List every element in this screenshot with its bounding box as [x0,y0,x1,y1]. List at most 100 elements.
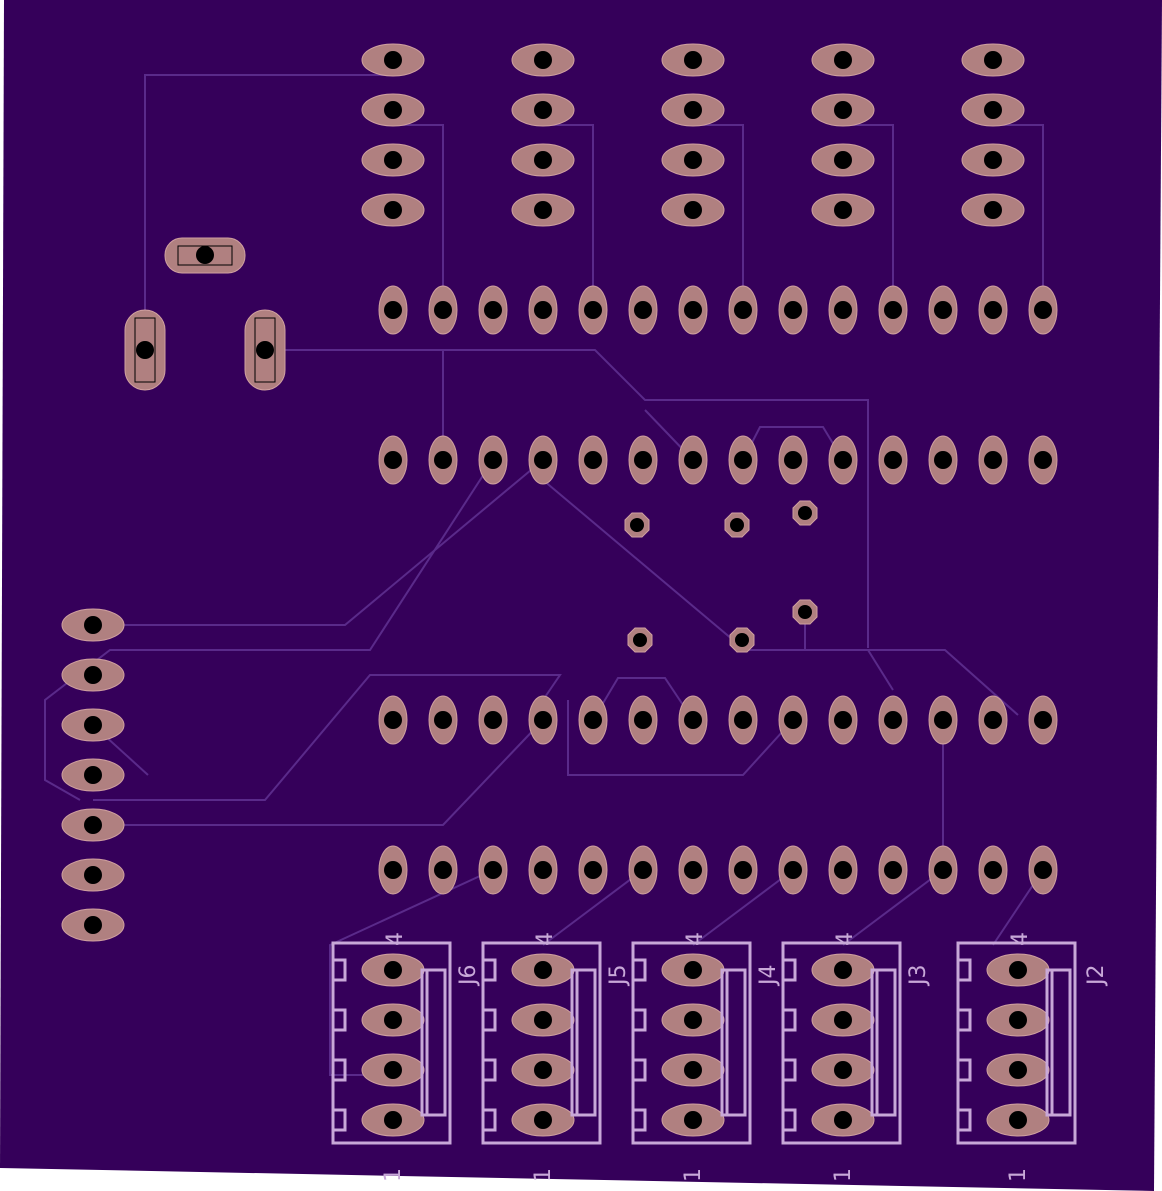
via-5 [729,627,755,653]
trace-2 [543,124,594,310]
capacitor-pad-0 [124,309,166,391]
ic-pad-2-7 [728,695,758,745]
ic-pad-3-1 [428,845,458,895]
left-header-pad-2 [61,708,125,742]
silkscreen-layer [331,941,1077,1145]
connector-label-j2: J2 [1084,965,1109,988]
header-pad-0-1 [361,93,425,127]
connector-pad-1-0 [511,953,575,987]
via-0 [624,512,650,538]
header-pad-1-1 [511,93,575,127]
pin4-label-j4: 4 [683,932,708,946]
connector-label-j4: J4 [756,965,781,988]
header-pad-1-2 [511,143,575,177]
header-pad-1-3 [511,193,575,227]
ic-pad-3-2 [478,845,508,895]
header-pad-3-1 [811,93,875,127]
ic-pad-2-12 [978,695,1008,745]
ic-pad-2-5 [628,695,658,745]
ic-pad-0-10 [878,285,908,335]
trace-22 [692,869,794,946]
ic-pad-0-6 [678,285,708,335]
connector-pad-3-3 [811,1103,875,1137]
trace-10 [93,459,544,626]
header-pad-4-2 [961,143,1025,177]
connector-outline-3 [781,941,902,1145]
header-pad-0-2 [361,143,425,177]
trace-20 [329,869,494,1076]
header-pad-3-0 [811,43,875,77]
connector-pad-1-3 [511,1103,575,1137]
pin1-label-j2: 1 [1006,1168,1031,1182]
pin1-label-j3: 1 [831,1168,856,1182]
ic-pad-3-3 [528,845,558,895]
ic-pad-1-3 [528,435,558,485]
ic-pad-0-5 [628,285,658,335]
ic-pad-2-0 [378,695,408,745]
connector-outline-2 [631,941,752,1145]
connector-pad-0-0 [361,953,425,987]
connector-pad-2-0 [661,953,725,987]
ic-pad-2-1 [428,695,458,745]
pin4-label-j6: 4 [383,932,408,946]
ic-pad-3-8 [778,845,808,895]
ic-pad-1-10 [878,435,908,485]
pin1-label-j5: 1 [531,1168,556,1182]
connector-outline-4 [956,941,1077,1145]
ic-pad-1-2 [478,435,508,485]
connector-outline-1 [481,941,602,1145]
connector-pad-1-1 [511,1003,575,1037]
ic-pad-0-4 [578,285,608,335]
connector-pad-4-1 [986,1003,1050,1037]
crystal-pad [164,237,246,274]
ic-pad-1-7 [728,435,758,485]
header-pad-4-0 [961,43,1025,77]
trace-16 [567,700,794,776]
ic-pad-3-7 [728,845,758,895]
trace-15 [592,677,694,721]
capacitor-pad-1 [244,309,286,391]
ic-pad-1-5 [628,435,658,485]
ic-pad-3-10 [878,845,908,895]
ic-pad-3-13 [1028,845,1058,895]
header-pad-4-3 [961,193,1025,227]
ic-pad-1-12 [978,435,1008,485]
pin4-label-j5: 4 [533,932,558,946]
ic-pad-2-9 [828,695,858,745]
ic-pad-0-8 [778,285,808,335]
ic-pad-3-9 [828,845,858,895]
header-pad-1-0 [511,43,575,77]
ic-pad-3-6 [678,845,708,895]
ic-pad-2-2 [478,695,508,745]
ic-pad-1-1 [428,435,458,485]
pad-layer [61,43,1058,1137]
via-2 [792,500,818,526]
ic-pad-1-6 [678,435,708,485]
ic-pad-0-11 [928,285,958,335]
pin4-label-j3: 4 [833,932,858,946]
via-4 [627,627,653,653]
ic-pad-0-1 [428,285,458,335]
connector-label-j5: J5 [606,965,631,988]
connector-outline-0 [331,941,452,1145]
ic-pad-1-13 [1028,435,1058,485]
trace-4 [843,124,894,310]
ic-pad-1-4 [578,435,608,485]
ic-pad-1-9 [828,435,858,485]
trace-17 [743,649,894,691]
connector-label-j3: J3 [906,965,931,988]
connector-pad-0-3 [361,1103,425,1137]
ic-pad-0-13 [1028,285,1058,335]
left-header-pad-4 [61,808,125,842]
ic-pad-0-2 [478,285,508,335]
ic-pad-1-11 [928,435,958,485]
pin1-label-j6: 1 [381,1168,406,1182]
ic-pad-2-4 [578,695,608,745]
connector-pad-4-0 [986,953,1050,987]
ic-pad-0-7 [728,285,758,335]
trace-23 [842,869,944,946]
trace-6 [265,349,869,648]
header-pad-2-0 [661,43,725,77]
via-1 [724,512,750,538]
